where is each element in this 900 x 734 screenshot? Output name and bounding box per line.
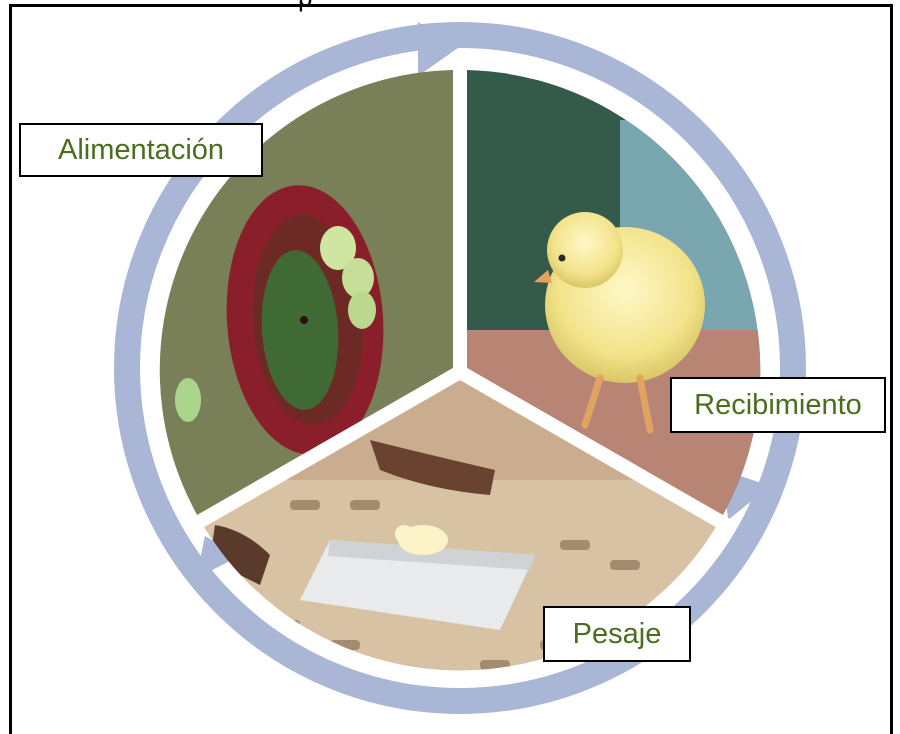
step-label-pesaje: Pesaje	[543, 606, 691, 662]
step-label-alimentacion: Alimentación	[19, 123, 263, 177]
step-label-recibimiento: Recibimiento	[670, 377, 886, 433]
